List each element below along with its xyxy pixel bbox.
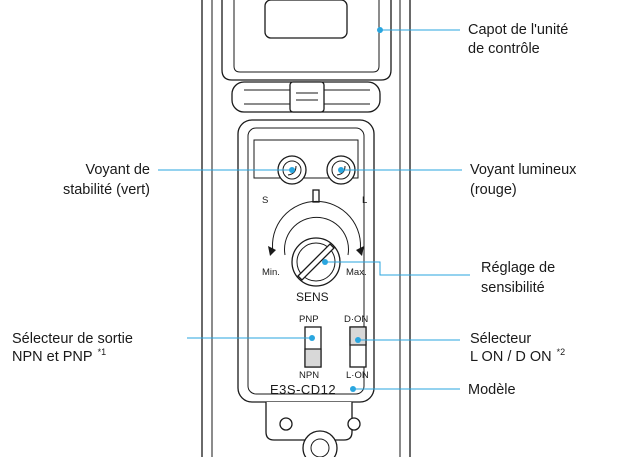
output-callout-line2: NPN et PNP *1 — [12, 347, 106, 365]
light-callout-line2: (rouge) — [470, 182, 517, 198]
center-marker — [312, 189, 320, 203]
pnp-label: PNP — [299, 314, 319, 325]
sens-label: SENS — [296, 290, 329, 304]
npn-label: NPN — [299, 370, 319, 381]
mode-callout-note: *2 — [557, 347, 566, 357]
stability-callout-line1: Voyant de — [86, 162, 151, 178]
output-callout-note: *1 — [98, 347, 107, 357]
sensor-body: S L Min. Max. SENS PNP NPN D·ON L·ON E — [201, 0, 411, 457]
npn-pnp-switch — [304, 326, 322, 368]
mode-callout-text: L ON / D ON — [470, 349, 552, 365]
don-label: D·ON — [344, 314, 368, 325]
led-l-label: L — [362, 195, 367, 206]
output-callout-text: NPN et PNP — [12, 349, 93, 365]
cover-callout-line2: de contrôle — [468, 41, 540, 57]
mounting-bracket — [265, 402, 361, 457]
max-label: Max. — [346, 267, 367, 278]
min-label: Min. — [262, 267, 280, 278]
lon-don-switch — [349, 326, 367, 368]
mode-callout-line2: L ON / D ON *2 — [470, 347, 565, 365]
mode-callout-line1: Sélecteur — [470, 331, 531, 347]
sensitivity-callout-line2: sensibilité — [481, 280, 545, 296]
control-unit-cover — [221, 0, 392, 113]
lon-label: L·ON — [346, 370, 369, 381]
model-callout: Modèle — [468, 382, 516, 398]
model-code: E3S-CD12 — [270, 382, 336, 397]
stability-callout-line2: stabilité (vert) — [63, 182, 150, 198]
sensitivity-leader — [325, 261, 470, 276]
sensitivity-callout-line1: Réglage de — [481, 260, 555, 276]
sensitivity-dial — [268, 200, 364, 287]
led-s-label: S — [262, 195, 268, 206]
leader-lines — [158, 27, 470, 392]
output-callout-line1: Sélecteur de sortie — [12, 331, 133, 347]
cover-callout-line1: Capot de l'unité — [468, 22, 568, 38]
light-callout-line1: Voyant lumineux — [470, 162, 577, 178]
